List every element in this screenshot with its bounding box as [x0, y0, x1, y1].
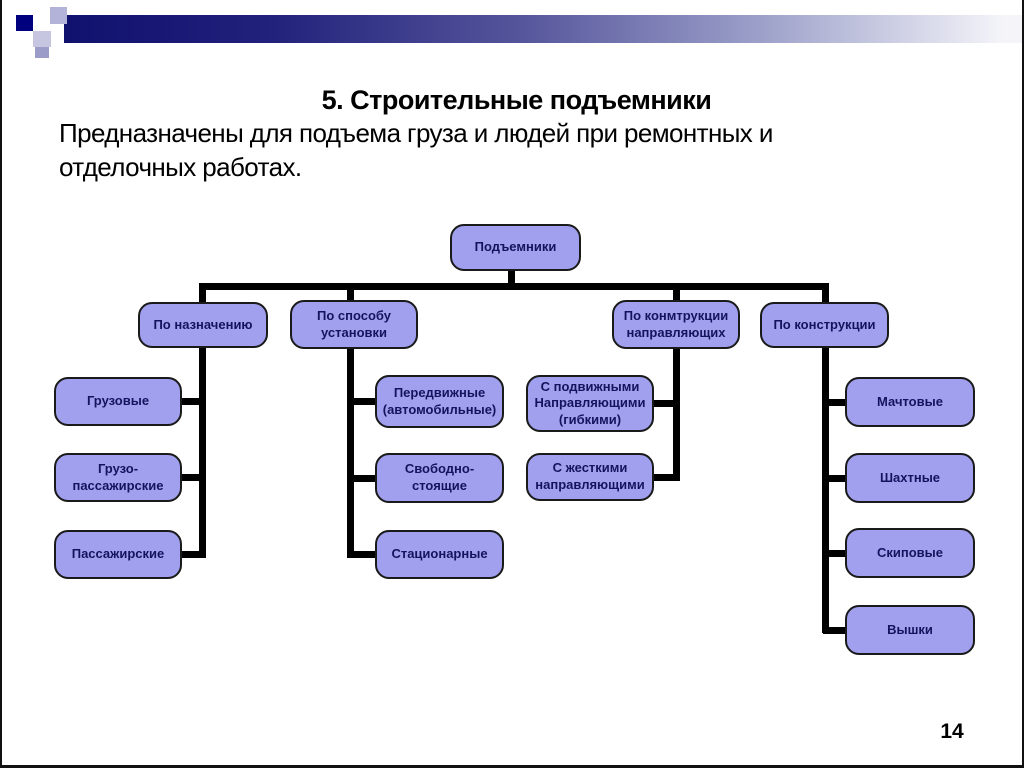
connector-stub-2-1 [348, 398, 376, 405]
node-leaf-skip: Скиповые [845, 528, 975, 578]
corner-square-lavender-top [50, 7, 67, 24]
page-number: 14 [940, 720, 964, 743]
corner-square-lavender-mid [33, 31, 51, 47]
slide-body-line: отделочных работах. [59, 152, 302, 182]
connector-drop-3 [673, 289, 680, 301]
connector-stub-1-1 [181, 398, 206, 405]
connector-drop-2 [347, 289, 354, 301]
node-leaf-towers: Вышки [845, 605, 975, 655]
node-leaf-mast: Мачтовые [845, 377, 975, 427]
connector-stub-2-3 [348, 551, 376, 558]
connector-top-bar [199, 283, 829, 290]
node-leaf-mobile: Передвижные (автомобильные) [375, 375, 504, 428]
node-leaf-passenger: Пассажирские [54, 530, 182, 579]
node-leaf-flexible-guides: С подвижными Направляющими (гибкими) [526, 375, 654, 432]
header-gradient-bar [64, 15, 1022, 43]
node-leaf-stationary: Стационарные [375, 530, 504, 579]
node-branch-guide-design: По конмтрукции направляющих [612, 300, 740, 349]
node-root: Подъемники [450, 224, 581, 271]
connector-stub-4-3 [823, 550, 847, 557]
node-leaf-rigid-guides: С жесткими направляющими [526, 453, 654, 501]
slide-body-line: Предназначены для подъема груза и людей … [59, 118, 773, 148]
connector-stub-4-4 [823, 627, 847, 634]
slide-title: 5. Строительные подъемники [321, 85, 712, 115]
connector-stub-1-2 [181, 474, 206, 481]
connector-root-stub [508, 270, 515, 284]
connector-trunk-4 [822, 347, 829, 633]
connector-stub-3-1 [653, 400, 680, 407]
connector-drop-1 [199, 289, 206, 303]
text-block: 5. Строительные подъемники Предназначены… [59, 84, 974, 184]
connector-drop-4 [822, 289, 829, 303]
connector-stub-3-2 [653, 474, 680, 481]
node-leaf-cargo: Грузовые [54, 377, 182, 426]
connector-stub-2-2 [348, 475, 376, 482]
corner-square-purple-small [35, 47, 49, 58]
connector-stub-4-1 [823, 399, 847, 406]
connector-stub-1-3 [181, 551, 206, 558]
connector-stub-4-2 [823, 475, 847, 482]
node-leaf-cargo-passenger: Грузо-пассажирские [54, 453, 182, 502]
node-branch-construction: По конструкции [760, 302, 889, 348]
corner-square-navy [16, 15, 33, 31]
node-leaf-shaft: Шахтные [845, 453, 975, 503]
connector-trunk-1 [199, 347, 206, 558]
connector-trunk-3 [673, 349, 680, 481]
node-branch-installation: По способу установки [290, 300, 418, 349]
node-branch-purpose: По назначению [138, 302, 268, 348]
node-leaf-freestanding: Свободно-стоящие [375, 453, 504, 503]
connector-trunk-2 [347, 349, 354, 558]
